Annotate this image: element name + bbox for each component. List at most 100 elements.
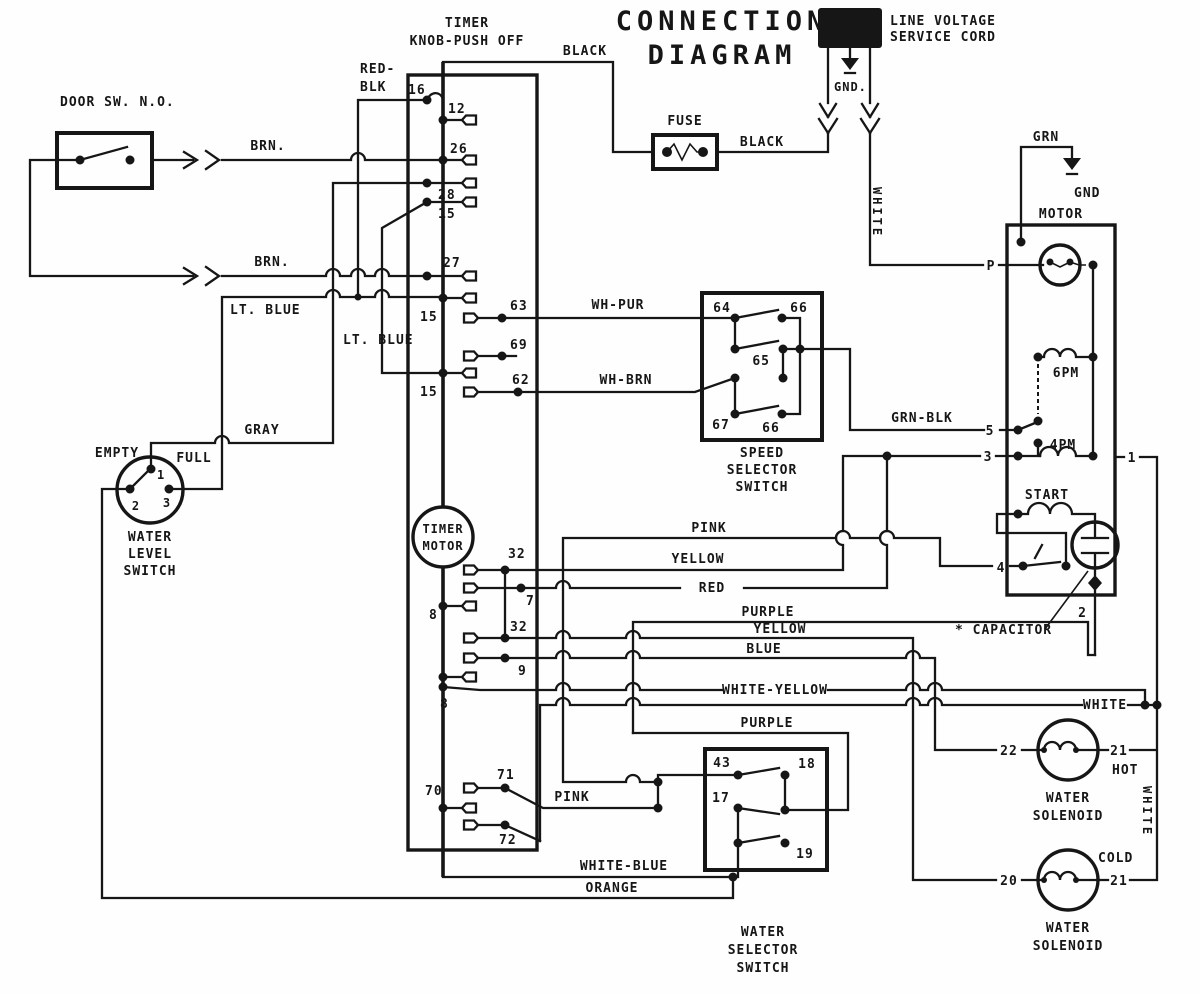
timer-t15a: 15	[438, 207, 456, 222]
wire-blue-label: BLUE	[746, 642, 781, 657]
capacitor-label: * CAPACITOR	[955, 623, 1052, 638]
fuse	[651, 133, 719, 171]
wsel-t43: 43	[713, 756, 731, 771]
sol-hot-name2: SOLENOID	[1033, 809, 1104, 824]
wire-gray-label: GRAY	[244, 423, 279, 438]
water-level-switch	[115, 455, 185, 525]
speed-t64: 64	[713, 301, 731, 316]
wire-white-yellow	[441, 681, 1147, 707]
wire-red-blk-label2: BLK	[360, 80, 386, 95]
wire-brn1-label: BRN.	[250, 139, 285, 154]
wire-purple1	[631, 620, 1097, 735]
fuse-label: FUSE	[667, 114, 702, 129]
timer-t15b: 15	[420, 310, 438, 325]
sol-cold-t21: 21	[1110, 874, 1128, 889]
wire-white-vert-label: WHITE	[1140, 786, 1154, 837]
timer-t28: 28	[438, 188, 456, 203]
water-level-empty-label: EMPTY	[95, 446, 139, 461]
cord-gnd-label: GND.	[834, 80, 867, 94]
motor-gnd-symbol	[1063, 158, 1081, 170]
wire-black-top	[441, 60, 655, 154]
wire-grn-label: GRN	[1033, 130, 1059, 145]
water-level-t3: 3	[163, 496, 171, 510]
motor-t5: 5	[986, 424, 995, 439]
motor-start-coil	[995, 501, 1097, 568]
timer-t8b: 8	[440, 697, 449, 712]
timer-t16: 16	[408, 83, 426, 98]
motor-4pm-coil	[1038, 445, 1095, 458]
service-cord-plug	[818, 8, 882, 48]
service-cord-label2: SERVICE CORD	[890, 30, 996, 45]
wire-white-blue	[441, 841, 740, 879]
motor-protector	[1038, 243, 1082, 287]
motor-t4: 4	[997, 561, 1006, 576]
timer-t72: 72	[499, 833, 517, 848]
wire-red-blk-label1: RED-	[360, 62, 395, 77]
timer-t32b: 32	[510, 620, 528, 635]
sol-cold-name2: SOLENOID	[1033, 939, 1104, 954]
water-level-t2: 2	[132, 499, 140, 513]
motor-p-label: P	[987, 259, 996, 274]
motor-pm6: 6PM	[1053, 366, 1079, 381]
cord-drop-right	[859, 46, 881, 135]
water-selector-switch	[703, 747, 829, 872]
wire-brn1	[150, 149, 445, 171]
wire-pink2-label: PINK	[554, 790, 589, 805]
sol-hot-t22: 22	[1000, 744, 1018, 759]
motor-label: MOTOR	[1039, 207, 1083, 222]
door-switch-label: DOOR SW. N.O.	[60, 95, 175, 110]
timer-t8a: 8	[429, 608, 438, 623]
wire-red-label: RED	[699, 581, 725, 596]
service-cord-label1: LINE VOLTAGE	[890, 14, 996, 29]
water-solenoid-hot	[1036, 718, 1100, 782]
wire-gray	[149, 181, 429, 471]
speed-t66b: 66	[762, 421, 780, 436]
wire-grn-blk-label: GRN-BLK	[891, 411, 953, 426]
timer-t63: 63	[510, 299, 528, 314]
wire-red	[476, 454, 889, 590]
wire-yellow2-label: YELLOW	[754, 622, 807, 637]
wire-yellow1-label: YELLOW	[672, 552, 725, 567]
timer-t70: 70	[425, 784, 443, 799]
water-level-name2: LEVEL	[128, 547, 172, 562]
wires	[28, 46, 1159, 900]
timer-junctions	[354, 95, 526, 830]
wire-red-blk	[356, 91, 445, 299]
wire-orange-label: ORANGE	[586, 881, 639, 896]
timer-motor-label2: MOTOR	[422, 539, 463, 553]
cord-gnd-stub	[843, 46, 857, 75]
water-level-name1: WATER	[128, 530, 172, 545]
wire-black-fuse	[715, 131, 830, 154]
wsel-t18: 18	[798, 757, 816, 772]
wsel-name2: SELECTOR	[728, 943, 799, 958]
motor-start-label: START	[1025, 488, 1069, 503]
speed-name1: SPEED	[740, 446, 784, 461]
timer-t7: 7	[526, 594, 535, 609]
wire-wh-pur-label: WH-PUR	[592, 298, 645, 313]
wsel-name1: WATER	[741, 925, 785, 940]
wire-blue	[476, 649, 1040, 752]
wsel-name3: SWITCH	[737, 961, 790, 976]
wire-lt-blue1-label: LT. BLUE	[230, 303, 301, 318]
door-switch	[55, 131, 154, 190]
cord-gnd-symbol	[841, 58, 859, 70]
timer-stubs	[425, 118, 464, 810]
timer-t9: 9	[518, 664, 527, 679]
wsel-t19: 19	[796, 847, 814, 862]
speed-t65: 65	[752, 354, 770, 369]
wsel-t17: 17	[712, 791, 730, 806]
wire-white-drop-label: WHITE	[870, 187, 884, 238]
wire-lt-blue2-label: LT. BLUE	[343, 333, 414, 348]
speed-t67: 67	[712, 418, 730, 433]
wire-grn	[1019, 145, 1079, 244]
labels: CONNECTION DIAGRAM LINE VOLTAGE SERVICE …	[60, 6, 1154, 976]
wire-black-fuse-label: BLACK	[740, 135, 784, 150]
timer-t15c: 15	[420, 385, 438, 400]
sol-cold-label: COLD	[1098, 851, 1133, 866]
motor-t1: 1	[1128, 451, 1137, 466]
motor-pm4: 4PM	[1050, 438, 1076, 453]
cord-drop-left	[817, 46, 839, 135]
service-cord	[818, 8, 882, 48]
